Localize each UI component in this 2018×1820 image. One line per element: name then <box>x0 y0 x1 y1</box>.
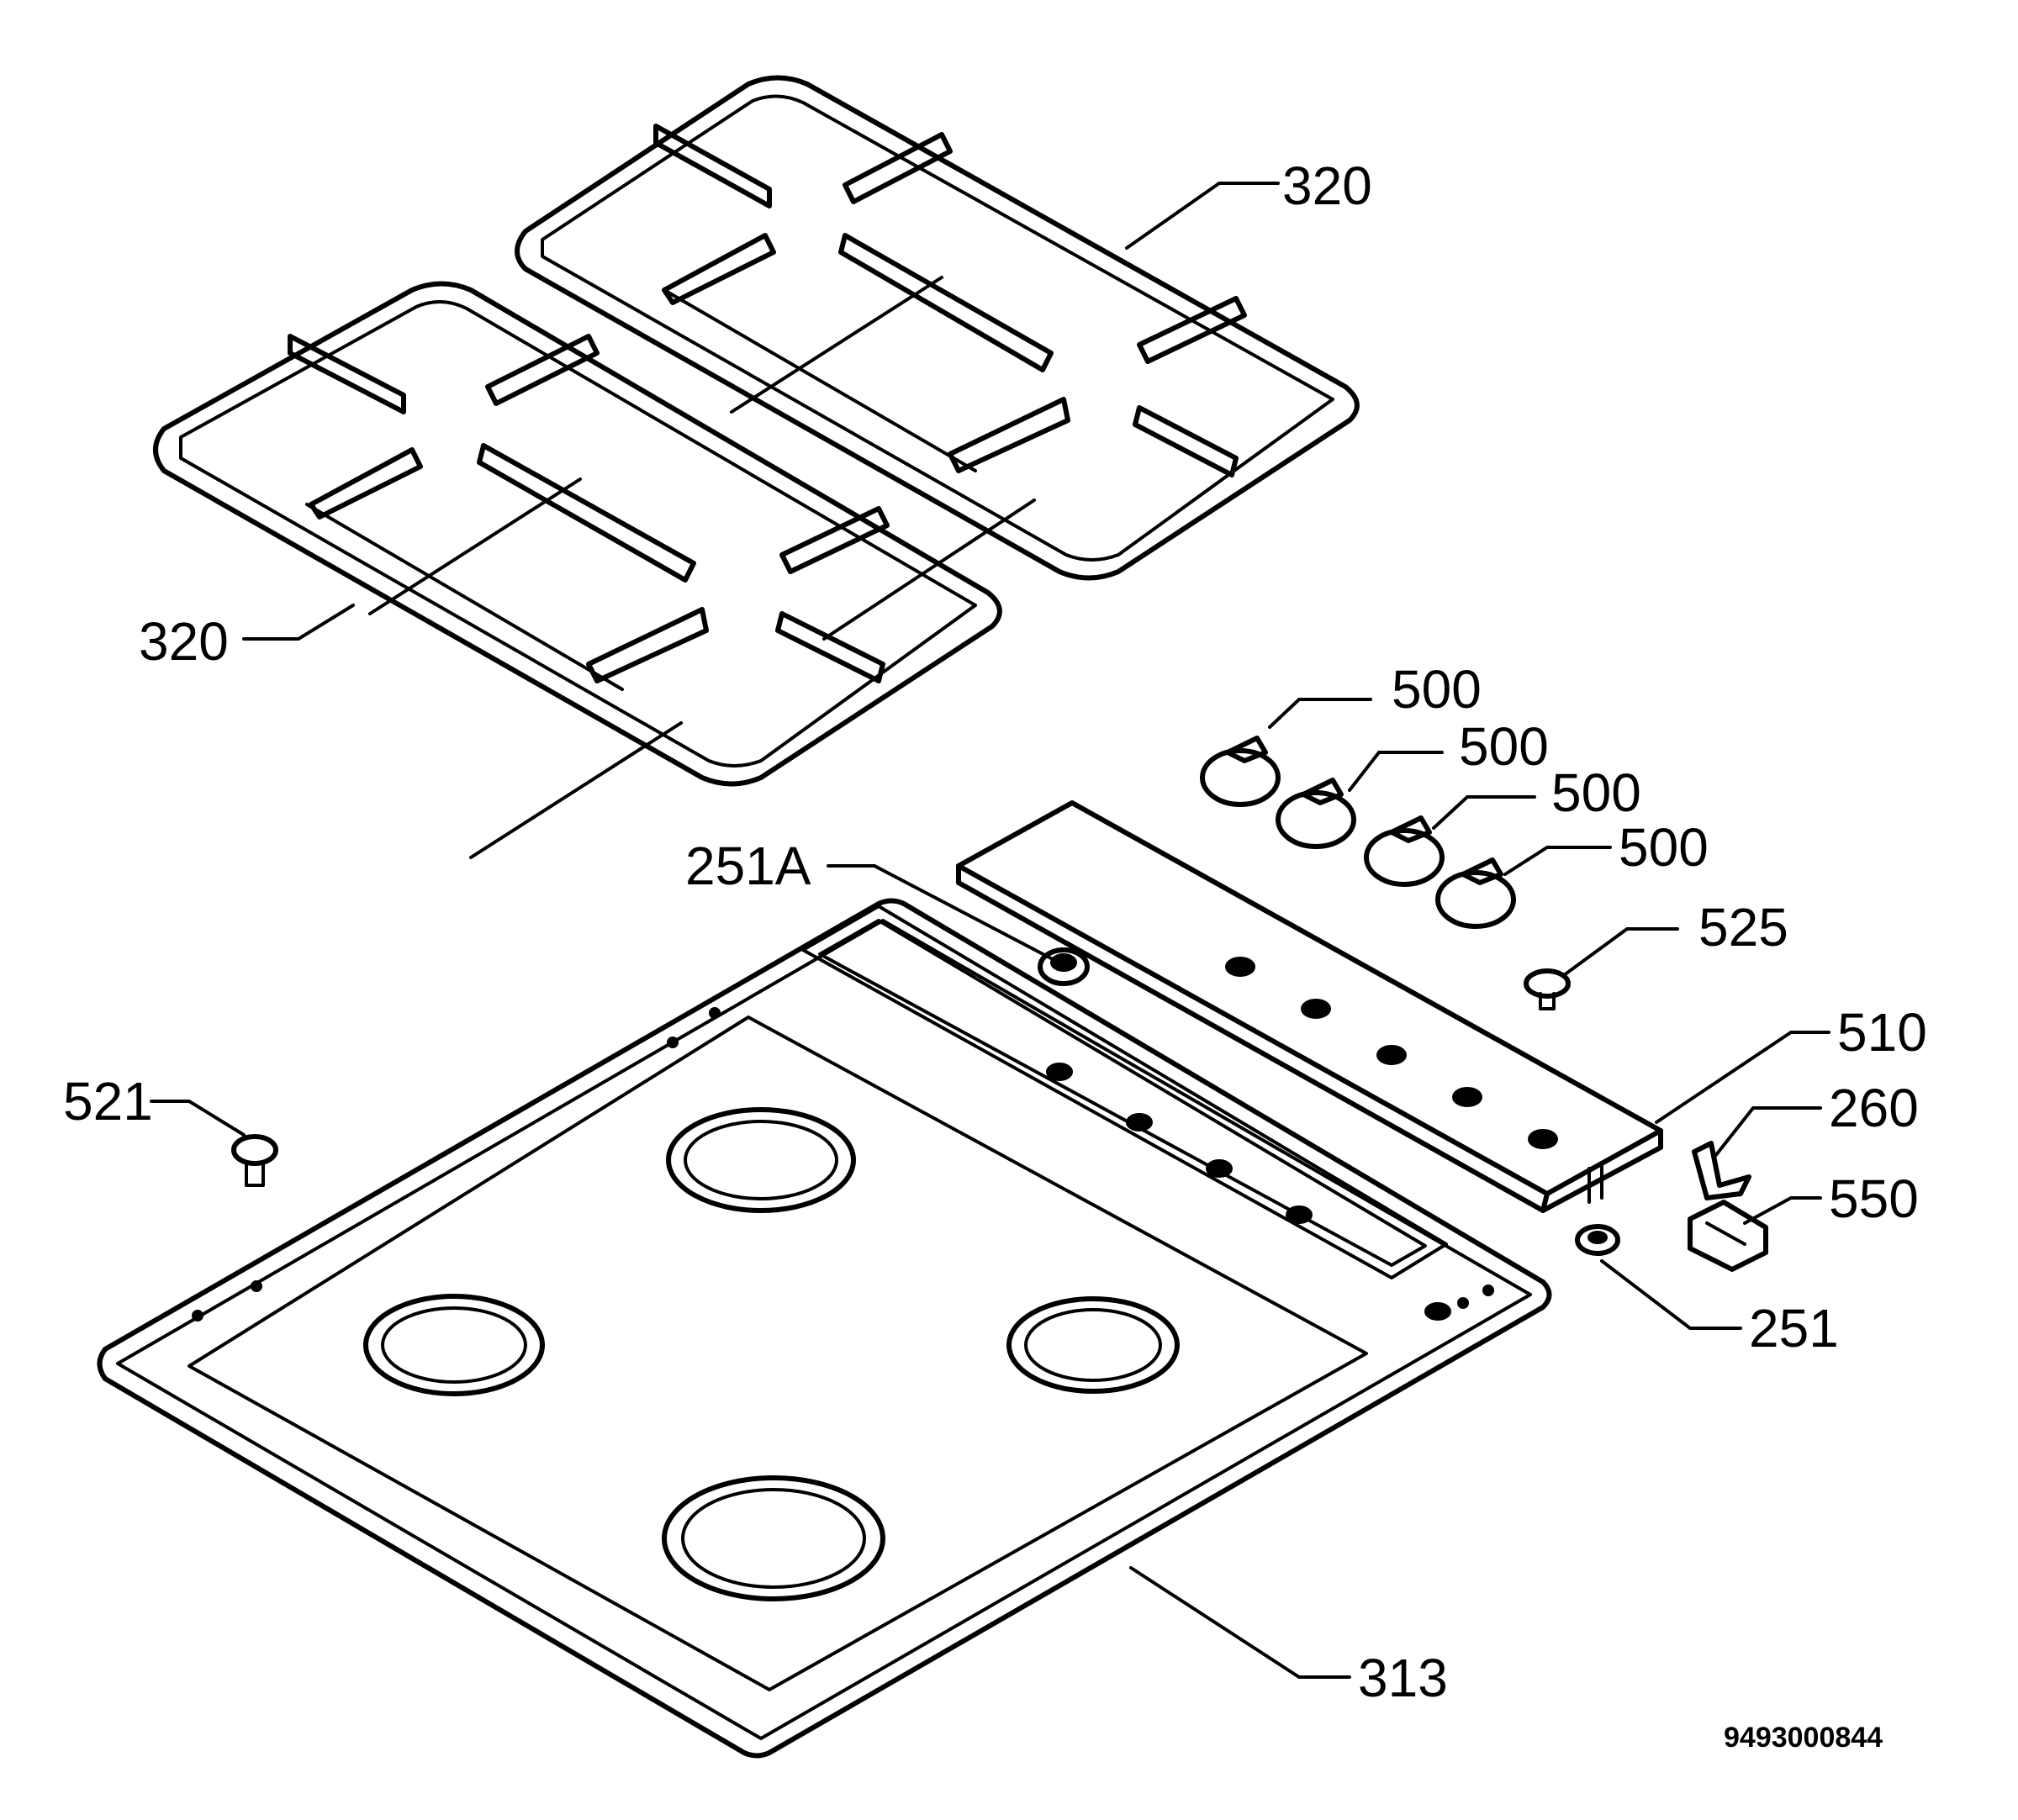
control-knob-2 <box>1276 778 1356 849</box>
control-panel-strip <box>956 800 1663 1213</box>
callout-510: 510 <box>1837 1002 1927 1063</box>
document-number: 9493000844 <box>1724 1722 1883 1754</box>
callout-313: 313 <box>1358 1648 1448 1708</box>
pan-support-grate-back <box>515 75 1360 641</box>
clip-260 <box>1692 1141 1751 1200</box>
callout-500-4: 500 <box>1619 817 1709 878</box>
grommet-251 <box>1575 1224 1620 1256</box>
grommet-251a <box>1038 947 1090 986</box>
callout-320-front: 320 <box>139 611 229 672</box>
callout-550: 550 <box>1829 1168 1919 1229</box>
callout-500-1: 500 <box>1392 659 1482 720</box>
callout-525: 525 <box>1698 897 1788 957</box>
callout-521: 521 <box>63 1071 153 1132</box>
hob-top-plate <box>97 898 1552 1759</box>
callout-500-3: 500 <box>1551 762 1641 823</box>
control-knob-1 <box>1200 736 1281 807</box>
foot-521 <box>231 1134 278 1187</box>
callout-251a: 251A <box>685 836 811 896</box>
leader-lines <box>150 182 1830 1679</box>
callout-500-2: 500 <box>1459 716 1549 777</box>
control-knob-4 <box>1435 857 1516 929</box>
ignition-button-525 <box>1524 968 1571 1010</box>
connector-550 <box>1688 1200 1768 1272</box>
callout-251: 251 <box>1749 1298 1839 1358</box>
pan-support-grate-front <box>153 281 1002 859</box>
callout-260: 260 <box>1829 1078 1919 1138</box>
callout-320-back: 320 <box>1282 156 1372 216</box>
control-knob-3 <box>1364 815 1445 887</box>
